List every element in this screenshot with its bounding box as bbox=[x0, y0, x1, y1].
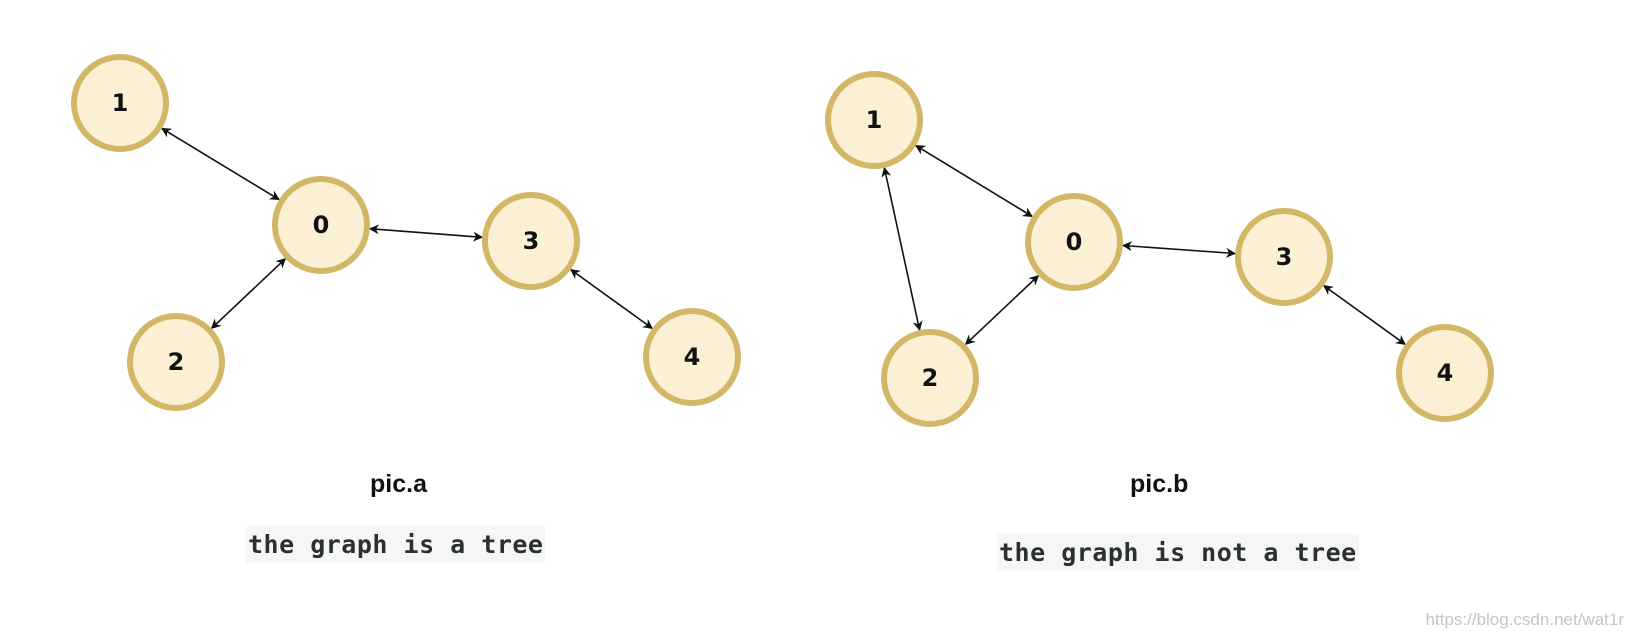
pic-b-node-1: 1 bbox=[825, 71, 923, 169]
pic-a-edge-0-3 bbox=[368, 224, 484, 242]
pic-a-node-2-label: 2 bbox=[168, 348, 185, 376]
pic-a-node-4-circle bbox=[643, 308, 741, 406]
pic-b-node-4-label: 4 bbox=[1437, 359, 1454, 387]
pic-a-edge-3-4 bbox=[569, 268, 654, 330]
pic-b-edge-1-0 bbox=[914, 144, 1034, 218]
pic-b-node-0-label: 0 bbox=[1066, 228, 1083, 256]
pic-a-node-0-label: 0 bbox=[313, 211, 330, 239]
pic-b-edge-0-3 bbox=[1121, 241, 1237, 258]
pic-a-node-2: 2 bbox=[127, 313, 225, 411]
pic-b-node-3-label: 3 bbox=[1276, 243, 1293, 271]
pic-a-title: pic.a bbox=[370, 470, 427, 498]
graph-pic-b: 0 1 2 3 4 bbox=[825, 71, 1494, 427]
pic-a-node-1-label: 1 bbox=[112, 89, 129, 117]
pic-b-node-3-circle bbox=[1235, 208, 1333, 306]
pic-a-caption: the graph is a tree bbox=[246, 526, 546, 563]
pic-b-caption: the graph is not a tree bbox=[997, 534, 1359, 571]
pic-b-node-2-circle bbox=[881, 329, 979, 427]
pic-a-node-4-label: 4 bbox=[684, 343, 701, 371]
pic-a-node-4: 4 bbox=[643, 308, 741, 406]
pic-a-node-3-label: 3 bbox=[523, 227, 540, 255]
pic-a-node-2-circle bbox=[127, 313, 225, 411]
pic-b-node-3: 3 bbox=[1235, 208, 1333, 306]
pic-b-node-2-label: 2 bbox=[922, 364, 939, 392]
pic-b-node-4: 4 bbox=[1396, 324, 1494, 422]
pic-b-node-0-circle bbox=[1025, 193, 1123, 291]
pic-b-node-1-circle bbox=[825, 71, 923, 169]
pic-b-node-4-circle bbox=[1396, 324, 1494, 422]
pic-b-node-2: 2 bbox=[881, 329, 979, 427]
pic-b-edge-1-2 bbox=[881, 166, 923, 332]
pic-b-title: pic.b bbox=[1130, 470, 1189, 498]
pic-a-node-0: 0 bbox=[272, 176, 370, 274]
watermark-text: https://blog.csdn.net/wat1r bbox=[1425, 610, 1624, 629]
pic-a-edge-1-0 bbox=[161, 127, 280, 201]
pic-a-node-0-circle bbox=[272, 176, 370, 274]
pic-a-node-1: 1 bbox=[71, 54, 169, 152]
pic-b-node-0: 0 bbox=[1025, 193, 1123, 291]
pic-b-node-1-label: 1 bbox=[866, 106, 883, 134]
pic-a-node-3-circle bbox=[482, 192, 580, 290]
pic-b-edge-3-4 bbox=[1322, 284, 1407, 346]
pic-a-edge-0-2 bbox=[210, 257, 287, 330]
pic-a-node-3: 3 bbox=[482, 192, 580, 290]
pic-a-node-1-circle bbox=[71, 54, 169, 152]
graph-pic-a: 0 1 2 3 4 bbox=[71, 54, 741, 411]
pic-b-edge-0-2 bbox=[964, 274, 1040, 346]
